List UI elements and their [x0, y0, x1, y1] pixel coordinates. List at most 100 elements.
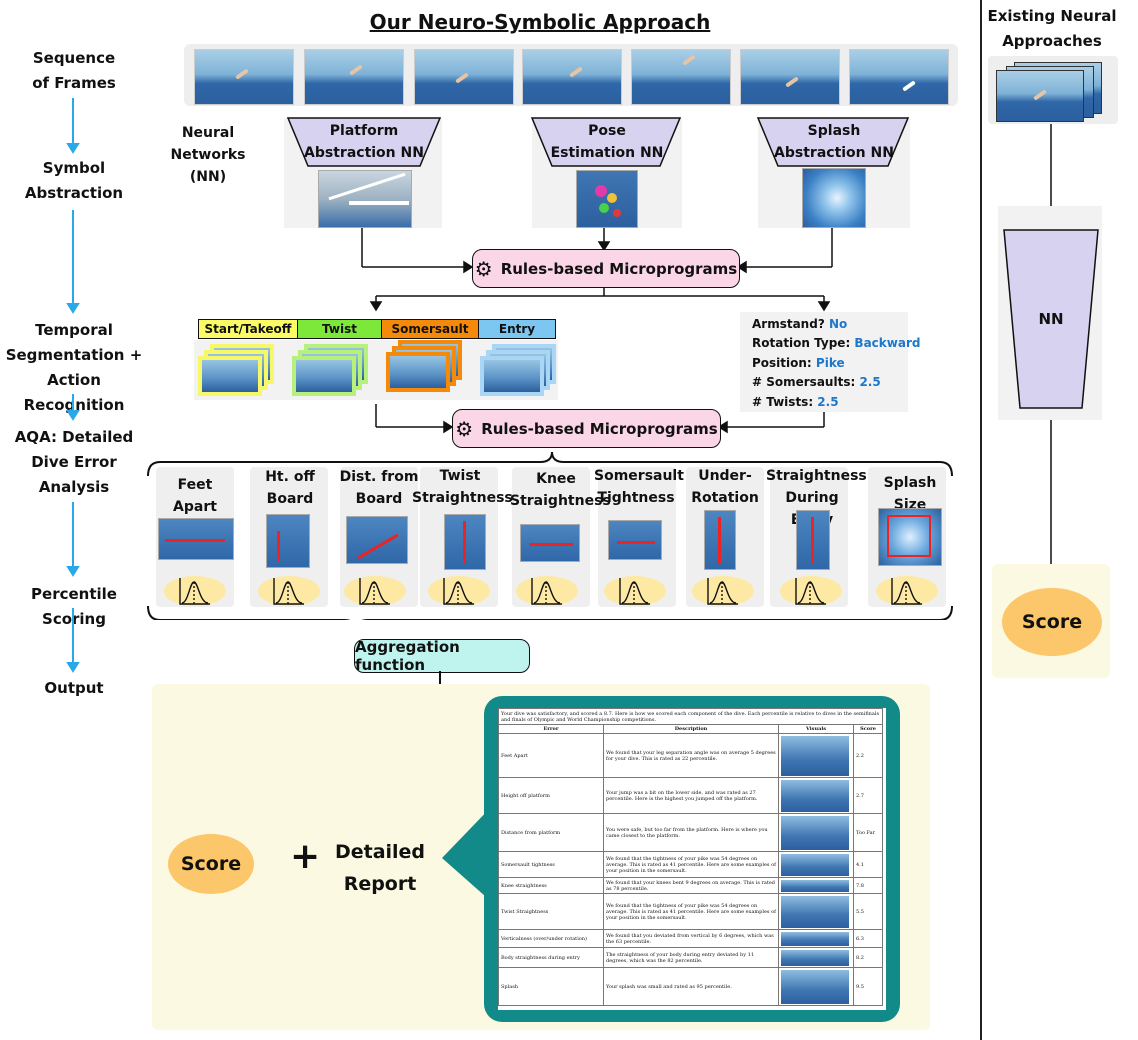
diagram-title: Our Neuro-Symbolic Approach — [369, 10, 711, 34]
entry-straightness-image — [796, 510, 830, 570]
report-description: We found that the tightness of your pike… — [603, 893, 779, 930]
error-analysis-brace-top — [147, 451, 953, 477]
report-error: Splash — [498, 967, 604, 1006]
segment-to-microprogram-arrows — [375, 404, 825, 434]
splash-abstraction-image — [802, 168, 866, 228]
report-error: Knee straightness — [498, 877, 604, 894]
somersault-tightness-image — [608, 520, 662, 560]
report-visual — [778, 893, 854, 930]
percentile-curve — [428, 576, 490, 606]
splash-size-image — [878, 508, 942, 566]
percentile-curve — [516, 576, 578, 606]
error-under-rotation: Under-Rotation — [691, 468, 759, 506]
report-error: Distance from platform — [498, 813, 604, 852]
rules-microprograms-box: ⚙ Rules-based Microprograms — [472, 249, 740, 288]
report-visual — [778, 851, 854, 878]
stage-output-label: Output — [44, 679, 104, 697]
percentile-curve — [344, 576, 406, 606]
platform-abstraction-image — [318, 170, 412, 228]
report-header: Description — [603, 724, 779, 734]
video-frame — [414, 49, 514, 105]
video-frame — [740, 49, 840, 105]
report-table: Your dive was satisfactory, and scored a… — [498, 708, 883, 1006]
distance-from-board-image — [346, 516, 408, 564]
bell-curve-shapes — [147, 578, 953, 620]
existing-nn-label: NN — [1038, 310, 1064, 328]
feet-apart-image — [158, 518, 234, 560]
video-frame — [194, 49, 294, 105]
segment-entry: Entry — [478, 319, 556, 339]
report-error: Verticalness (over/under rotation) — [498, 929, 604, 948]
attribute-somersaults: # Somersaults: 2.5 — [752, 375, 881, 389]
report-visual — [778, 929, 854, 948]
percentile-curve — [876, 576, 938, 606]
report-description: Your splash was small and rated as 95 pe… — [603, 967, 779, 1006]
report-description: You were safe, but too far from the plat… — [603, 813, 779, 852]
twist-straightness-image — [444, 514, 486, 570]
report-score: 8.2 — [853, 947, 883, 968]
report-score: 9.5 — [853, 967, 883, 1006]
report-score: 2.7 — [853, 777, 883, 814]
nn-trapezoids — [286, 117, 910, 167]
takeoff-frame-stack — [198, 356, 262, 396]
stage-flow-arrows — [66, 98, 80, 673]
report-intro: Your dive was satisfactory, and scored a… — [498, 708, 883, 725]
video-frame — [522, 49, 622, 105]
segment-somersault: Somersault — [381, 319, 479, 339]
report-score: 4.1 — [853, 851, 883, 878]
attribute-rotation-type: Rotation Type: Backward — [752, 336, 921, 350]
somersault-frame-stack — [386, 352, 450, 392]
report-header: Score — [853, 724, 883, 734]
video-frame — [304, 49, 404, 105]
report-header: Visuals — [778, 724, 854, 734]
report-visual — [778, 777, 854, 814]
report-score: Too Far — [853, 813, 883, 852]
percentile-curve — [258, 576, 320, 606]
report-score: 5.5 — [853, 893, 883, 930]
twist-frame-stack — [292, 356, 356, 396]
report-callout-pointer — [442, 804, 494, 904]
existing-score-badge: Score — [1002, 588, 1102, 656]
percentile-curve — [780, 576, 842, 606]
pose-estimation-image — [576, 170, 638, 228]
report-error: Height off platform — [498, 777, 604, 814]
attribute-position: Position: Pike — [752, 356, 845, 370]
nn-to-microprogram-arrows — [361, 228, 833, 312]
segment-twist: Twist — [297, 319, 382, 339]
report-error: Twist Straightness — [498, 893, 604, 930]
report-visual — [778, 947, 854, 968]
segment-start-takeoff: Start/Takeoff — [198, 319, 298, 339]
report-description: We found that you deviated from vertical… — [603, 929, 779, 948]
attribute-twists: # Twists: 2.5 — [752, 395, 839, 409]
gear-icon: ⚙ — [455, 416, 474, 441]
report-score: 2.2 — [853, 733, 883, 778]
report-visual — [778, 733, 854, 778]
report-description: We found that your knees bent 9 degrees … — [603, 877, 779, 894]
report-error: Feet Apart — [498, 733, 604, 778]
section-divider — [980, 0, 982, 1040]
aggregation-function-box: Aggregation function — [354, 638, 530, 674]
report-header: Error — [498, 724, 604, 734]
report-error: Somersault tightness — [498, 851, 604, 878]
gear-icon: ⚙ — [474, 256, 493, 281]
report-visual — [778, 877, 854, 894]
video-frame — [849, 49, 949, 105]
height-off-board-image — [266, 514, 310, 568]
report-visual — [778, 967, 854, 1006]
report-description: Your jump was a bit on the lower side, a… — [603, 777, 779, 814]
